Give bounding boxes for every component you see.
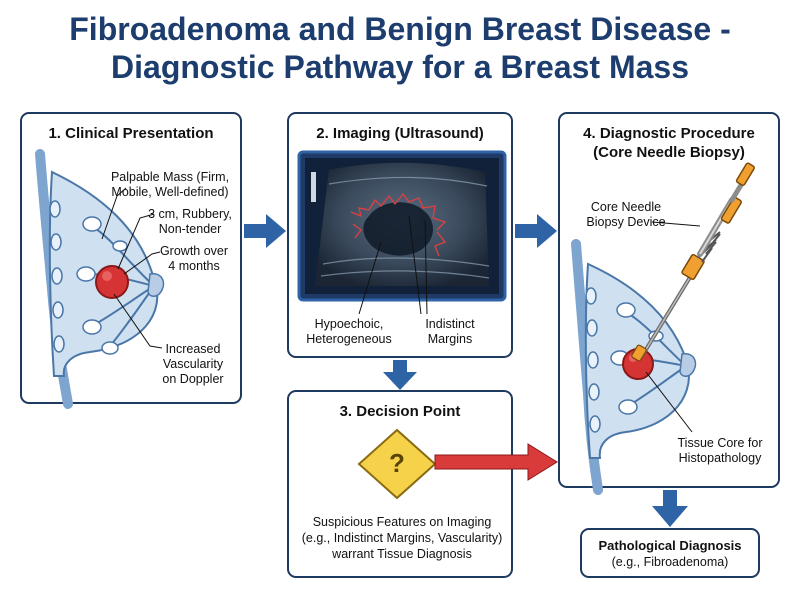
panel-imaging: 2. Imaging (Ultrasound) [287,112,513,358]
label-indistinct-margins: Indistinct Margins [425,317,475,346]
label-biopsy-device: Core Needle Biopsy Device [586,200,666,229]
breast-illustration [35,149,165,409]
panel-decision-point: 3. Decision Point ? Suspicious Features … [287,390,513,578]
label-palpable-mass: Palpable Mass (Firm, Mobile, Well-define… [110,170,230,199]
panel-4-title: 4. Diagnostic Procedure (Core Needle Bio… [583,125,755,161]
diagram-title: Fibroadenoma and Benign Breast Disease -… [0,10,800,86]
label-vascularity: Increased Vascularity on Doppler [162,342,224,386]
question-mark: ? [389,448,405,478]
label-tissue-core: Tissue Core for Histopathology [677,436,763,465]
label-hypoechoic: Hypoechoic, Heterogeneous [306,317,392,346]
panel-1-title: 1. Clinical Presentation [48,125,214,142]
label-size: 3 cm, Rubbery, Non-tender [148,207,232,236]
arrow-down-icon [383,360,417,390]
arrow-right-icon [244,214,286,248]
diagram-title-line-1: Fibroadenoma and Benign Breast Disease - [69,11,731,47]
panel-3-title: 3. Decision Point [339,403,461,420]
arrow-right-icon [515,214,557,248]
arrow-down-icon [652,490,688,527]
label-growth: Growth over 4 months [159,244,229,273]
panel-diagnostic-procedure: 4. Diagnostic Procedure (Core Needle Bio… [558,112,780,495]
mass-icon [95,265,129,299]
ultrasound-image [297,150,507,315]
result-title: Pathological Diagnosis [598,538,742,553]
decision-text: Suspicious Features on Imaging (e.g., In… [301,515,503,561]
panel-2-title: 2. Imaging (Ultrasound) [316,125,484,142]
result-pathological-diagnosis: Pathological Diagnosis (e.g., Fibroadeno… [580,528,760,578]
result-subtitle: (e.g., Fibroadenoma) [611,555,729,569]
panel-clinical-presentation: 1. Clinical Presentation [20,112,242,409]
question-diamond-icon [357,428,437,500]
biopsy-device-icon [631,162,755,362]
diagram-title-line-2: Diagnostic Pathway for a Breast Mass [111,49,689,85]
biopsy-illustration [571,162,755,495]
